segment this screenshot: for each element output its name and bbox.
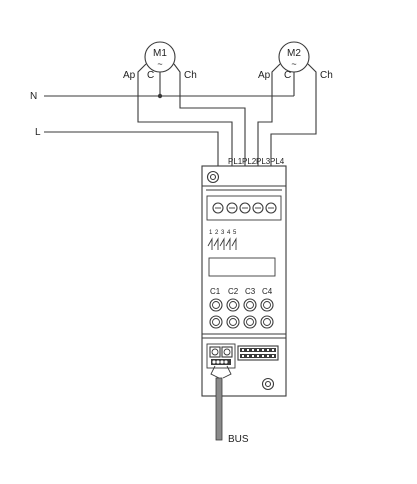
connector-header	[237, 345, 279, 361]
channel-button[interactable]	[260, 298, 274, 312]
dip-number-1: 1	[209, 230, 213, 236]
dip-number-2: 2	[215, 230, 219, 236]
motor-m1-terminal-c: C	[147, 70, 154, 81]
live-wire	[44, 131, 219, 150]
channel-button[interactable]	[226, 315, 240, 329]
dip-number-3: 3	[221, 230, 225, 236]
motor-m1-terminal-ap: Ap	[123, 70, 136, 81]
output-label-pl2: PL2	[242, 157, 257, 166]
motor-m1-tilde: ~	[157, 59, 162, 69]
motor-m1-label: M1	[153, 48, 167, 59]
bus-terminal	[206, 343, 236, 369]
channel-button[interactable]	[209, 315, 223, 329]
wire-m2-ap	[257, 63, 281, 150]
motor-m2-terminal-ap: Ap	[258, 70, 271, 81]
channel-label-c1: C1	[210, 287, 221, 296]
channel-button[interactable]	[243, 298, 257, 312]
motor-m1: M1 ~ Ap C Ch	[123, 41, 197, 81]
motor-m2-terminal-c: C	[284, 70, 291, 81]
motor-m2-label: M2	[287, 48, 301, 59]
channel-button[interactable]	[209, 298, 223, 312]
channel-button[interactable]	[260, 315, 274, 329]
motor-m2-tilde: ~	[291, 59, 296, 69]
device-module: 1 2 3 4 5 C1 C2 C3 C4	[201, 165, 287, 397]
output-label-pl3: PL3	[256, 157, 271, 166]
channel-buttons-row-1	[209, 298, 274, 312]
neutral-junction	[157, 93, 163, 99]
bus-label: BUS	[228, 434, 249, 445]
wire-m1-ch	[173, 63, 246, 150]
output-labels: PL1 PL2 PL3 PL4	[228, 157, 285, 166]
channel-button[interactable]	[243, 315, 257, 329]
dip-number-5: 5	[233, 230, 237, 236]
live-label: L	[35, 127, 41, 138]
output-label-pl1: PL1	[228, 157, 243, 166]
dip-switch: 1 2 3 4 5	[207, 230, 237, 250]
wire-m1-ap	[137, 63, 233, 150]
motor-m2: M2 ~ Ap C Ch	[258, 41, 333, 81]
channel-label-c4: C4	[262, 287, 273, 296]
motor-m2-terminal-ch: Ch	[320, 70, 333, 81]
wire-m2-ch	[270, 63, 317, 150]
output-label-pl4: PL4	[270, 157, 285, 166]
dip-levers[interactable]	[207, 237, 237, 250]
channel-buttons-row-2	[209, 315, 274, 329]
channel-label-c2: C2	[228, 287, 239, 296]
bus-cable	[210, 365, 232, 441]
neutral-label: N	[30, 91, 37, 102]
motor-m1-terminal-ch: Ch	[184, 70, 197, 81]
display-window	[208, 257, 276, 277]
terminal-block	[206, 195, 282, 221]
dip-number-4: 4	[227, 230, 231, 236]
channel-label-c3: C3	[245, 287, 256, 296]
channel-button[interactable]	[226, 298, 240, 312]
terminal-screws	[212, 202, 277, 214]
